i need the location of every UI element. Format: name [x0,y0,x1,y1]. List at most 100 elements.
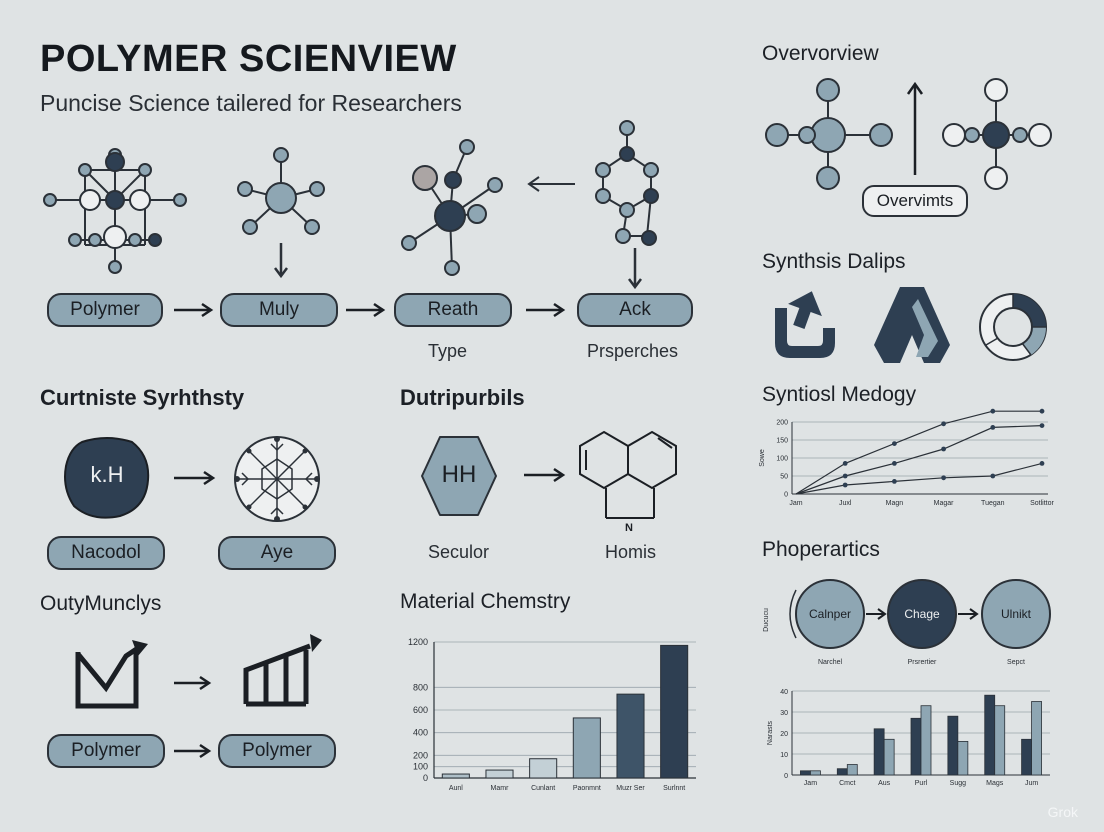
y-tick-label: 600 [413,705,428,715]
data-point [941,421,946,427]
hexagon-shape [421,436,497,516]
nitrogen-label: N [625,522,633,534]
data-point [1039,461,1045,466]
x-tick-label: Juxl [839,500,852,507]
y-tick-label: 200 [413,750,428,760]
y-axis-label: Narasts [767,720,774,745]
bar [846,764,858,776]
molecule-diagram-1 [43,148,187,274]
bar [873,728,885,776]
y-axis-label: Sowe [759,449,766,467]
syntiosl-heading: Syntiosl Medogy [762,383,917,406]
overview-molecule-right [942,78,1052,190]
section-bottom-left-heading: OutyMunclys [40,592,162,615]
pipeline-pill-reath: Reath [394,293,512,327]
y-tick-label: 30 [780,710,788,717]
trend-down-up-icon [75,640,148,709]
caption-seculor: Seculor [428,542,490,562]
circle-label-calnper: Calnper [809,607,851,621]
y-tick-label: 0 [784,492,788,499]
y-tick-label: 40 [780,689,788,696]
circle-label-chage: Chage [904,607,940,621]
circle-label-ulnikt: Ulnikt [1001,607,1032,621]
bar [485,769,514,779]
y-tick-label: 150 [776,438,788,445]
x-tick-label: Sotlittor [1030,500,1054,507]
x-tick-label: Magar [934,500,955,507]
arrow-right-icon [174,470,216,486]
data-point [892,441,897,446]
molecule-diagram-2 [237,147,325,279]
section-left-heading: Curtniste Syrhthsty [40,385,245,410]
bar [441,773,470,779]
material-chemistry-heading: Material Chemstry [400,590,571,613]
caption-sepct: Sepct [1007,659,1025,666]
data-point [842,461,848,466]
y-tick-label: 20 [780,731,788,738]
x-tick-label: Muzr Ser [616,785,645,792]
y-tick-label: 200 [776,420,788,427]
ring-chart-icon [979,293,1047,361]
molecule-diagram-3 [401,139,503,276]
caption-prsrertier: Prsrertier [908,659,937,666]
bar [910,717,922,776]
series-line-1 [795,410,1042,495]
phoperartics-flow: Ducucu Calnper Chage Ulnikt Narchel Prsr… [763,579,1051,666]
page-subtitle: Puncise Science tailered for Researchers [40,90,462,116]
bar [616,693,645,779]
y-tick-label: 50 [780,474,788,481]
x-tick-label: Purl [915,780,928,787]
pipeline-arrows [174,302,566,318]
bar [994,705,1006,776]
y-tick-label: 0 [784,773,788,780]
x-tick-label: Aunl [449,785,463,792]
bar [920,705,932,776]
bar [1031,701,1042,776]
x-tick-label: Cmct [839,780,855,787]
bar [660,644,689,779]
y-tick-label: 800 [413,682,428,692]
pill-nacodol: Nacodol [47,536,165,570]
y-tick-label: 0 [423,773,428,783]
data-point [842,473,848,479]
x-tick-label: Paonmnt [573,785,601,792]
data-point [990,425,996,430]
data-point [1039,408,1045,414]
y-tick-label: 100 [413,762,428,772]
bar [957,741,969,776]
x-tick-label: Aus [878,780,891,787]
data-point [1039,423,1045,428]
caption-narchel: Narchel [818,659,843,666]
x-tick-label: Mamr [491,785,510,792]
bar [800,770,811,776]
bar [810,770,821,776]
y-tick-label: 400 [413,728,428,738]
overview-heading: Overvorview [762,42,879,65]
arrow-right-icon-2 [524,467,566,483]
section-mid-heading: Dutripurbils [400,385,525,410]
x-tick-label: Jam [804,780,817,787]
blob-shape [64,437,150,519]
y-tick-label: 10 [780,752,788,759]
data-point [941,475,946,481]
pill-polymer-2: Polymer [218,734,336,768]
overview-up-arrow [906,81,924,175]
caption-type: Type [428,341,468,361]
x-tick-label: Sugg [950,780,966,787]
x-tick-label: Jam [789,500,802,507]
bar [883,738,895,776]
pipeline-pill-polymer: Polymer [47,293,163,327]
data-point [990,408,996,414]
pill-polymer-1: Polymer [47,734,165,768]
x-tick-label: Jum [1025,780,1038,787]
chevron-up-icon [874,287,950,363]
phoperartics-side-label: Ducucu [763,608,770,632]
bar-trend-icon [243,634,322,707]
x-tick-label: Tuegan [981,500,1005,507]
pipeline-pill-muly: Muly [220,293,338,327]
arrow-right-icon-4 [174,743,212,759]
data-point [990,473,996,479]
x-tick-label: Mags [986,780,1004,787]
